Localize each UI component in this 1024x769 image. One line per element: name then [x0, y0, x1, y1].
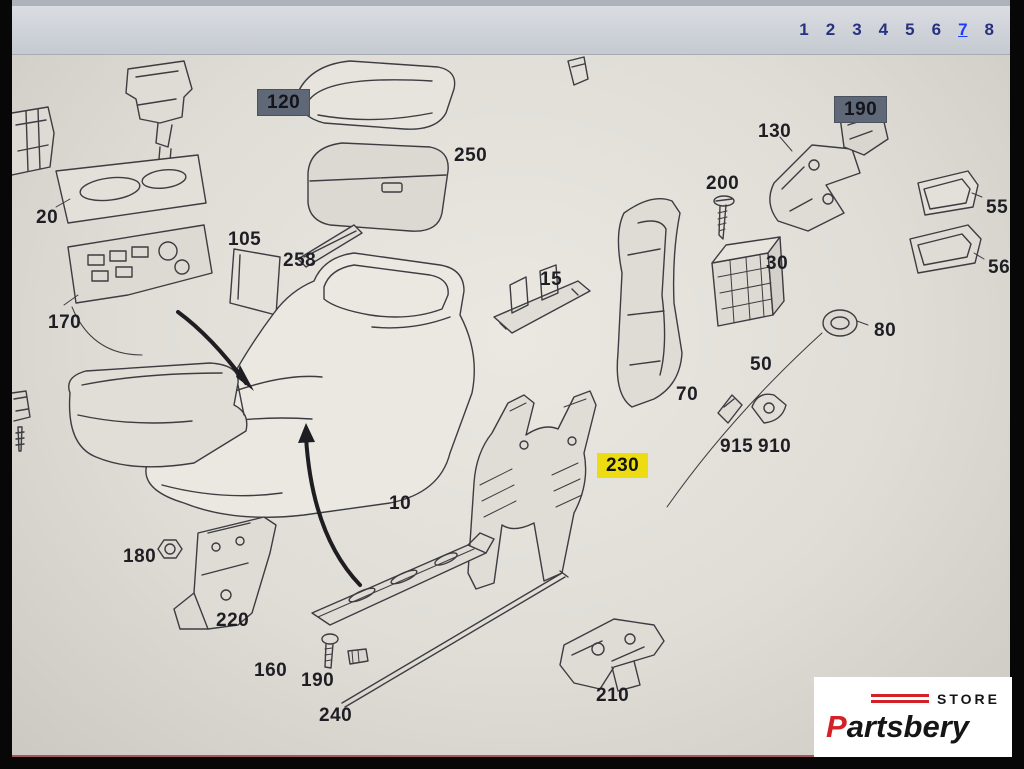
part-label-190-3[interactable]: 190	[835, 97, 887, 122]
part-label-10-19[interactable]: 10	[389, 493, 412, 514]
part-label-30-11[interactable]: 30	[766, 253, 789, 274]
part-label-220-21[interactable]: 220	[216, 610, 250, 631]
part-label-258-9[interactable]: 258	[283, 250, 317, 271]
part-label-105-8[interactable]: 105	[228, 229, 262, 250]
page-1[interactable]: 1	[799, 20, 809, 39]
part-sketch-frame-56	[909, 224, 985, 274]
part-sketch-edge-bracket	[12, 390, 31, 452]
part-sketch-rear-frame-230	[467, 390, 597, 590]
part-label-250-1[interactable]: 250	[454, 145, 488, 166]
part-sketch-bracket-130	[769, 136, 861, 232]
logo-red-lines-icon	[871, 694, 930, 704]
part-label-15-10[interactable]: 15	[540, 269, 563, 290]
part-sketch-screw-190	[321, 633, 369, 669]
page-7[interactable]: 7	[958, 20, 968, 39]
screen-bottom-line	[12, 755, 1010, 757]
part-label-20-7[interactable]: 20	[36, 207, 59, 228]
part-sketch-top-clip	[567, 56, 589, 86]
part-label-160-22[interactable]: 160	[254, 660, 288, 681]
page-3[interactable]: 3	[852, 20, 862, 39]
part-sketch-cup-insert	[125, 60, 193, 162]
part-sketch-rail-258	[297, 224, 363, 268]
part-label-230-18[interactable]: 230	[597, 453, 649, 478]
part-sketch-module-50	[711, 236, 785, 327]
page-4[interactable]: 4	[878, 20, 889, 39]
logo-brand-prefix: P	[826, 708, 847, 744]
part-sketch-frame-55	[917, 170, 983, 216]
part-label-910-17[interactable]: 910	[758, 436, 792, 457]
part-sketch-lower-shell	[68, 362, 248, 468]
part-sketch-bracket-15	[493, 264, 591, 334]
window-top-edge	[12, 0, 1010, 6]
part-sketch-switch-80	[666, 309, 869, 508]
page-8[interactable]: 8	[984, 20, 994, 39]
part-label-210-25[interactable]: 210	[596, 685, 630, 706]
part-sketch-rail-160	[311, 532, 495, 626]
exploded-parts-diagram	[12, 56, 985, 708]
diagram-canvas: 120 250 130 190 200 55 56 20 105 258 15 30 170 50 80 70…	[12, 55, 1010, 757]
logo-store-label: STORE	[937, 690, 1000, 707]
part-label-80-14[interactable]: 80	[874, 320, 897, 341]
part-sketch-grommets-915-910	[717, 393, 787, 424]
part-label-56-6[interactable]: 56	[988, 257, 1010, 278]
logo-brand: Partsbery	[826, 708, 1000, 744]
part-label-55-5[interactable]: 55	[986, 197, 1009, 218]
part-sketch-armrest-box-250	[307, 142, 449, 232]
part-label-200-4[interactable]: 200	[706, 173, 740, 194]
part-sketch-frame-170	[63, 224, 213, 356]
part-label-120-0[interactable]: 120	[258, 90, 310, 115]
part-label-70-15[interactable]: 70	[676, 384, 699, 405]
logo-store-row: STORE	[826, 691, 1000, 707]
logo-brand-suffix: artsbery	[846, 708, 970, 744]
part-sketch-left-edge-tray	[12, 106, 55, 176]
pointer-arrows	[176, 310, 362, 587]
page-2[interactable]: 2	[825, 20, 836, 39]
part-sketch-nut-180	[157, 539, 183, 559]
part-label-240-24[interactable]: 240	[319, 705, 353, 726]
part-sketch-side-panel-70	[616, 198, 683, 408]
part-label-190-23[interactable]: 190	[301, 670, 335, 691]
part-sketch-tray-20	[55, 154, 207, 224]
part-sketch-lid-120	[295, 60, 456, 130]
part-sketch-bracket-210	[559, 618, 665, 692]
part-sketch-panel-105	[229, 248, 281, 316]
part-label-180-20[interactable]: 180	[123, 546, 157, 567]
part-sketch-bracket-220	[173, 516, 277, 630]
page-6[interactable]: 6	[931, 20, 942, 39]
part-label-50-13[interactable]: 50	[750, 354, 773, 375]
part-label-130-2[interactable]: 130	[758, 121, 792, 142]
part-sketch-console-body-10	[145, 252, 475, 518]
partsbery-logo: STORE Partsbery	[814, 677, 1012, 757]
part-label-915-16[interactable]: 915	[720, 436, 754, 457]
part-sketch-rod-240	[341, 570, 569, 708]
part-label-170-12[interactable]: 170	[48, 312, 82, 333]
page-5[interactable]: 5	[905, 20, 915, 39]
part-sketch-screw-200	[713, 195, 735, 240]
